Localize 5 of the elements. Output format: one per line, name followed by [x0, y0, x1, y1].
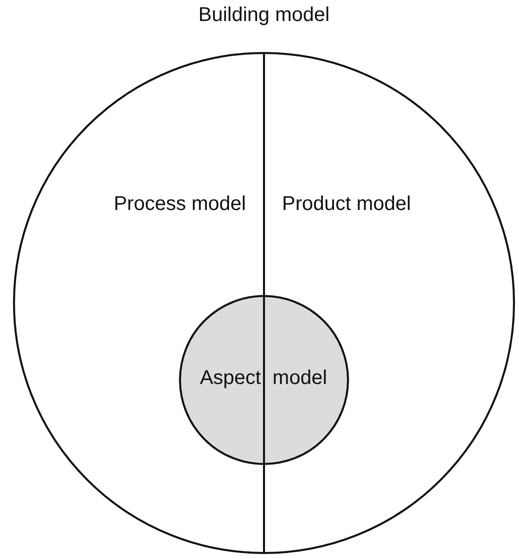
circle-label: Aspect model	[200, 367, 328, 390]
region-label: Product model	[282, 193, 411, 216]
inner-circle	[179, 295, 349, 465]
region-label: Process model	[114, 193, 246, 216]
circle-title: Building model	[197, 4, 331, 27]
